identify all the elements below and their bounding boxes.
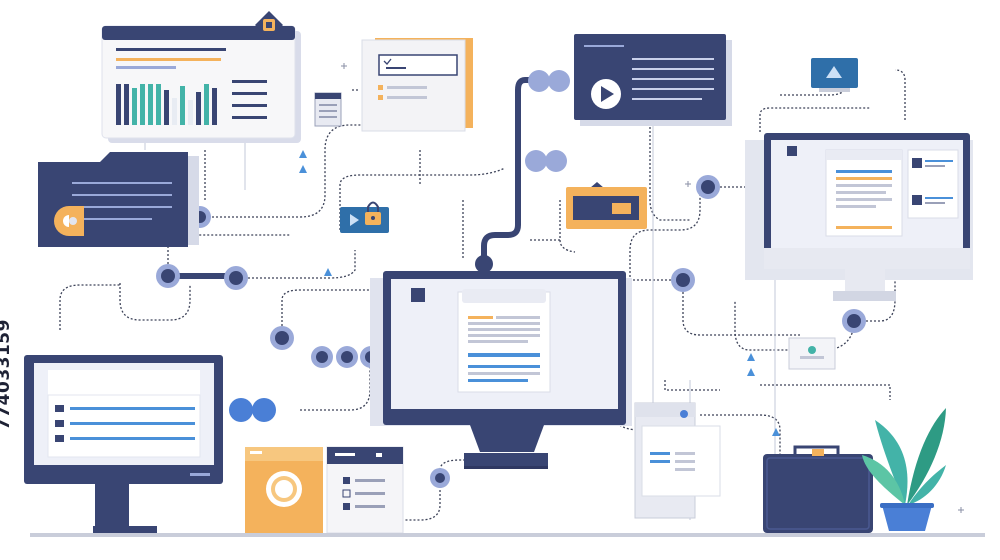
bar-chart-graphic: [116, 84, 217, 125]
tape-icon: [54, 206, 84, 236]
chart-window-icon: [101, 11, 301, 143]
arrow-markers: [299, 118, 780, 436]
toggle-switch-icon: [566, 182, 647, 229]
left-monitor-icon: [24, 355, 223, 533]
center-monitor-icon: [370, 271, 632, 469]
ground-line: [30, 533, 985, 537]
pipe-joint: [475, 255, 493, 273]
folder-icon: [38, 152, 199, 247]
document-stack-icon: [634, 402, 721, 519]
cloud-upload-icon: [811, 58, 858, 92]
gear-icon: [255, 11, 283, 39]
safe-icon: [245, 447, 323, 533]
form-window-icon: [361, 38, 473, 132]
video-play-icon: [574, 34, 732, 126]
right-monitor-icon: [745, 133, 973, 301]
plant-icon: [862, 408, 946, 531]
connector-nodes: [156, 70, 866, 488]
stock-id-label: 774033159: [0, 319, 14, 430]
checklist-window-icon: [326, 446, 404, 534]
small-panel-icon: [788, 337, 836, 370]
document-icon: [314, 92, 342, 127]
briefcase-icon: [763, 445, 873, 533]
lock-icon: [340, 201, 389, 233]
